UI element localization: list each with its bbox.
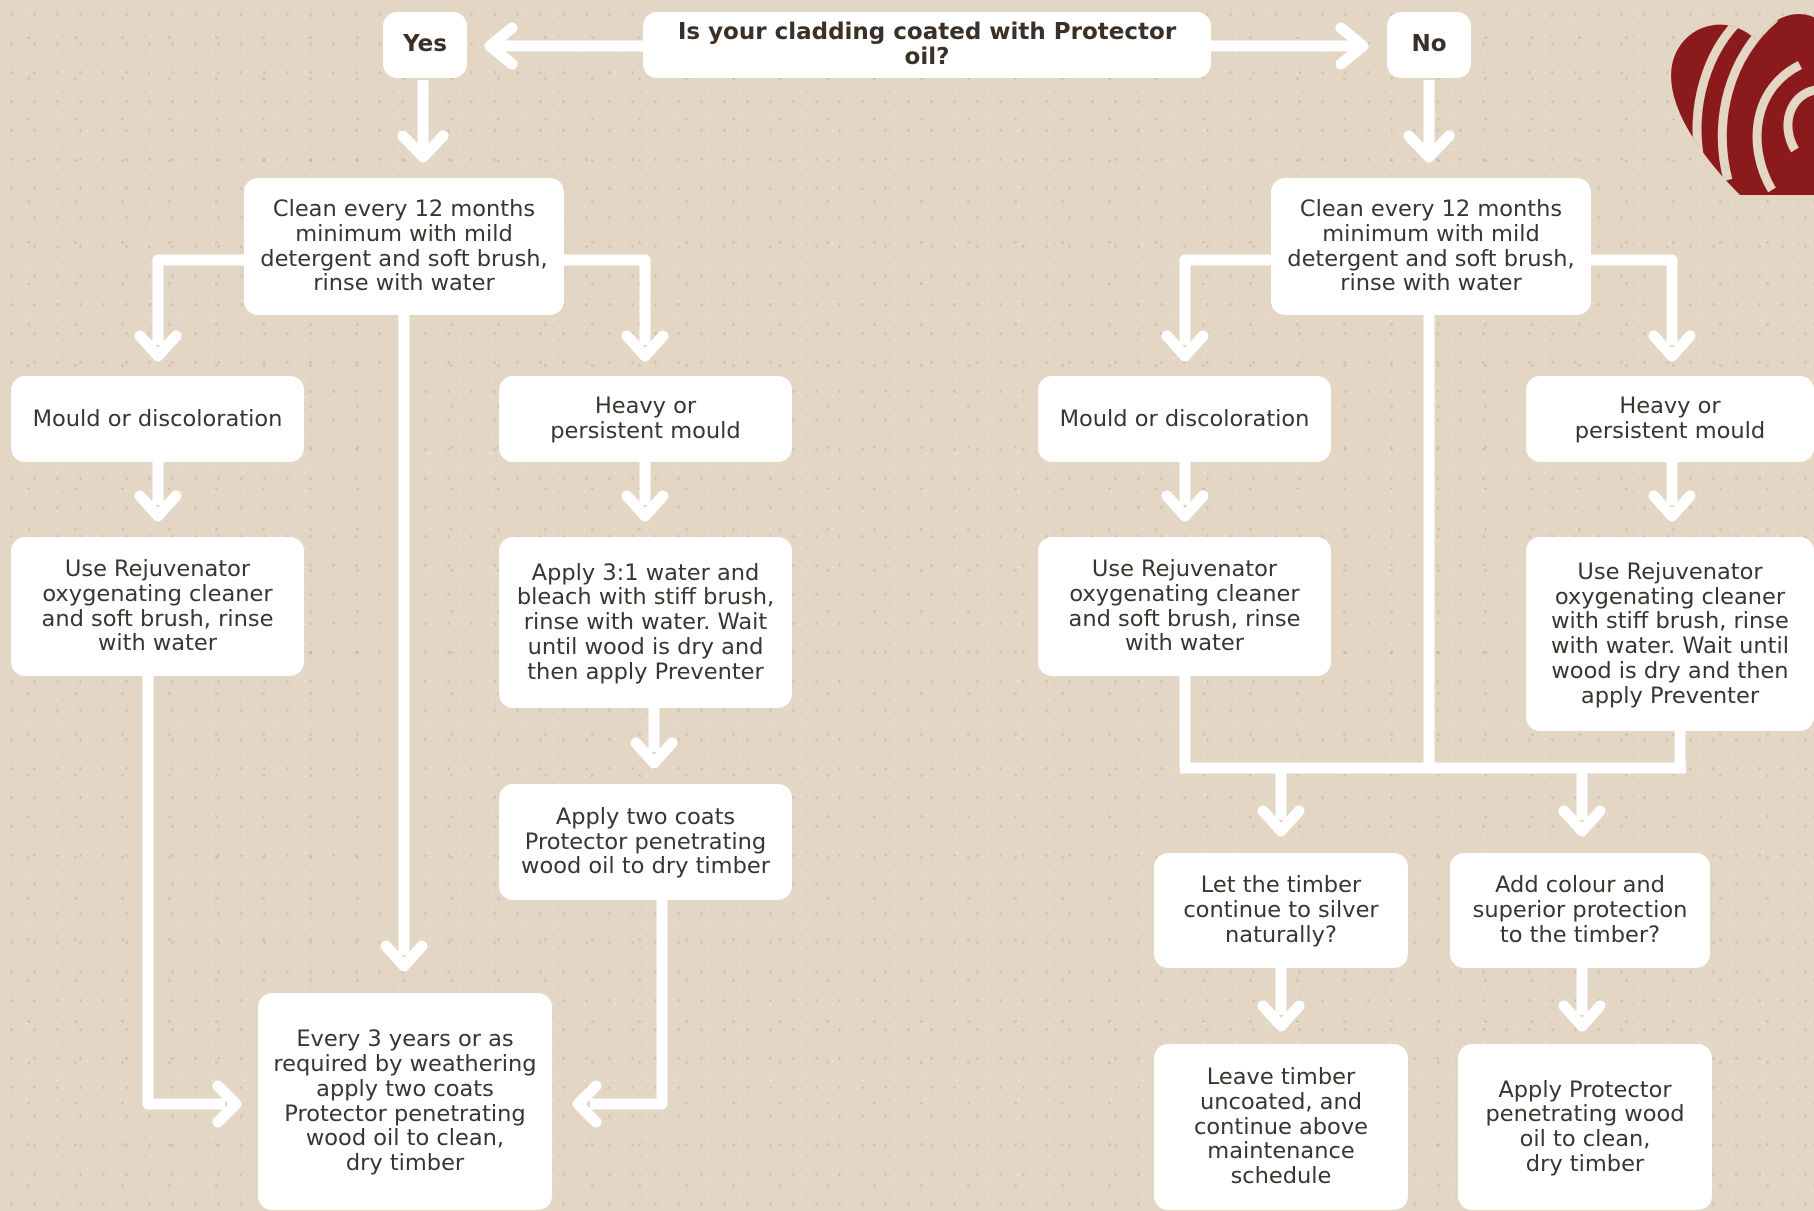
yes-two-coats-text: Apply two coats Protector penetrating wo…	[521, 803, 770, 880]
no-apply-protector-text: Apply Protector penetrating wood oil to …	[1485, 1076, 1685, 1177]
no-label: No	[1411, 31, 1447, 58]
question-box: Is your cladding coated with Protector o…	[643, 12, 1211, 78]
no-rejuvenator-box: Use Rejuvenator oxygenating cleaner and …	[1038, 537, 1331, 676]
question-text: Is your cladding coated with Protector o…	[677, 18, 1177, 70]
no-colour-box: Add colour and superior protection to th…	[1450, 853, 1710, 968]
yes-clean-box: Clean every 12 months minimum with mild …	[244, 178, 564, 315]
yes-mould-box: Mould or discoloration	[11, 376, 304, 462]
yes-label: Yes	[403, 31, 447, 58]
yes-clean-text: Clean every 12 months minimum with mild …	[260, 196, 548, 297]
yes-rejuvenator-box: Use Rejuvenator oxygenating cleaner and …	[11, 537, 304, 676]
yes-every-3-years-text: Every 3 years or as required by weatheri…	[273, 1026, 537, 1176]
yes-bleach-box: Apply 3:1 water and bleach with stiff br…	[499, 537, 792, 708]
no-rejuvenator-stiff-text: Use Rejuvenator oxygenating cleaner with…	[1551, 558, 1789, 709]
no-apply-protector-box: Apply Protector penetrating wood oil to …	[1458, 1044, 1712, 1210]
yes-box: Yes	[383, 12, 467, 78]
no-silver-text: Let the timber continue to silver natura…	[1183, 872, 1379, 948]
yes-every-3-years-box: Every 3 years or as required by weatheri…	[258, 993, 552, 1210]
no-rejuvenator-text: Use Rejuvenator oxygenating cleaner and …	[1068, 556, 1301, 657]
yes-heavy-mould-text: Heavy or persistent mould	[550, 393, 741, 444]
no-leave-uncoated-text: Leave timber uncoated, and continue abov…	[1194, 1064, 1368, 1190]
no-box: No	[1387, 12, 1471, 78]
yes-rejuvenator-text: Use Rejuvenator oxygenating cleaner and …	[41, 556, 274, 657]
no-leave-uncoated-box: Leave timber uncoated, and continue abov…	[1154, 1044, 1408, 1210]
no-heavy-mould-text: Heavy or persistent mould	[1574, 393, 1766, 444]
no-mould-box: Mould or discoloration	[1038, 376, 1331, 462]
no-mould-text: Mould or discoloration	[1059, 405, 1310, 432]
no-clean-text: Clean every 12 months minimum with mild …	[1287, 196, 1575, 297]
no-heavy-mould-box: Heavy or persistent mould	[1526, 376, 1814, 462]
yes-mould-text: Mould or discoloration	[32, 405, 283, 432]
no-colour-text: Add colour and superior protection to th…	[1472, 872, 1688, 948]
yes-bleach-text: Apply 3:1 water and bleach with stiff br…	[516, 559, 775, 685]
yes-heavy-mould-box: Heavy or persistent mould	[499, 376, 792, 462]
no-silver-box: Let the timber continue to silver natura…	[1154, 853, 1408, 968]
yes-two-coats-box: Apply two coats Protector penetrating wo…	[499, 784, 792, 900]
no-clean-box: Clean every 12 months minimum with mild …	[1271, 178, 1591, 315]
no-rejuvenator-stiff-box: Use Rejuvenator oxygenating cleaner with…	[1526, 537, 1814, 731]
